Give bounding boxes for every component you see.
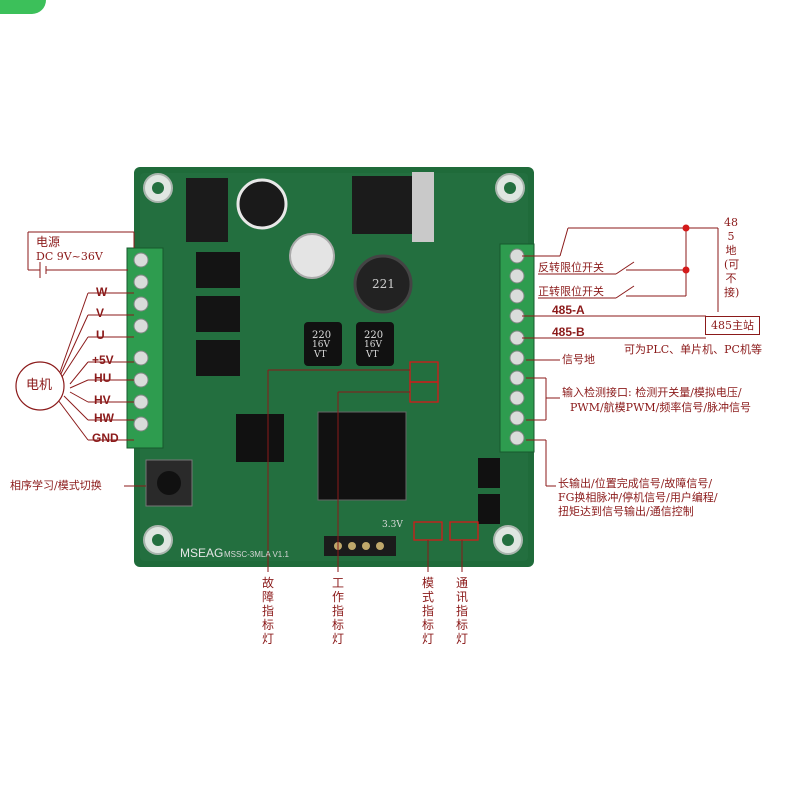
rs485-a-label: 485-A — [552, 303, 585, 317]
button-label: 相序学习/模式切换 — [10, 479, 102, 492]
reverse-limit-label: 反转限位开关 — [538, 261, 604, 274]
signal-gnd-label: 信号地 — [562, 353, 595, 366]
rs485-b-label: 485-B — [552, 325, 585, 339]
mode-led-label: 模式指标灯 — [421, 576, 434, 646]
motor-pin-hv: HV — [94, 393, 111, 407]
cap-1-voltage: 16V — [312, 340, 330, 350]
work-led-label: 工作指标灯 — [331, 576, 344, 646]
cap-2-value: 220 — [364, 330, 384, 341]
power-range: DC 9V~36V — [36, 250, 103, 263]
capacitor — [236, 178, 288, 230]
comm-led-label: 通讯指标灯 — [455, 576, 468, 646]
rs485-gnd-label: 485地(可不接) — [724, 216, 740, 299]
motor-pin-gnd: GND — [92, 431, 119, 445]
input-desc-line1: 输入检测接口: 检测开关量/模拟电压/ — [562, 386, 742, 399]
silk-brand: MSEAG — [180, 546, 224, 560]
motor-pin-w: W — [96, 285, 108, 299]
power-title: 电源 — [36, 235, 61, 249]
motor-pin-v: V — [96, 306, 105, 320]
motor-pin-hw: HW — [94, 411, 114, 425]
diode-package — [186, 178, 228, 242]
inductor-label: 221 — [372, 277, 395, 291]
cap-1-value: 220 — [312, 330, 332, 341]
motor-symbol — [15, 361, 65, 411]
silk-model: MSSC-3MLA V1.1 — [224, 550, 289, 559]
forward-limit-label: 正转限位开关 — [538, 285, 604, 298]
master-note: 可为PLC、单片机、PC机等 — [624, 343, 762, 356]
vdd-label: 3.3V — [382, 520, 403, 530]
motor-pin-5v: +5V — [92, 353, 114, 367]
left-terminal-block — [126, 247, 164, 449]
output-desc-line1: 长输出/位置完成信号/故障信号/ — [558, 477, 713, 490]
input-desc-line2: PWM/航模PWM/频率信号/脉冲信号 — [570, 401, 752, 414]
rs485-master-box: 485主站 — [705, 316, 760, 335]
fault-led-label: 故障指标灯 — [261, 576, 274, 646]
cap-2-series: VT — [366, 350, 379, 360]
motor-pin-hu: HU — [94, 371, 112, 385]
right-terminal-block — [499, 243, 535, 453]
mcu-chip — [317, 411, 407, 501]
inductor — [353, 254, 413, 314]
cap-1-series: VT — [314, 350, 327, 360]
output-desc-line3: 扭矩达到信号输出/通信控制 — [558, 505, 694, 518]
output-desc-line2: FG换相脉冲/停机信号/用户编程/ — [558, 491, 718, 504]
cap-2-voltage: 16V — [364, 340, 382, 350]
logo-corner-mark — [0, 0, 46, 14]
motor-pin-u: U — [96, 328, 105, 342]
motor-label: 电机 — [26, 378, 53, 393]
